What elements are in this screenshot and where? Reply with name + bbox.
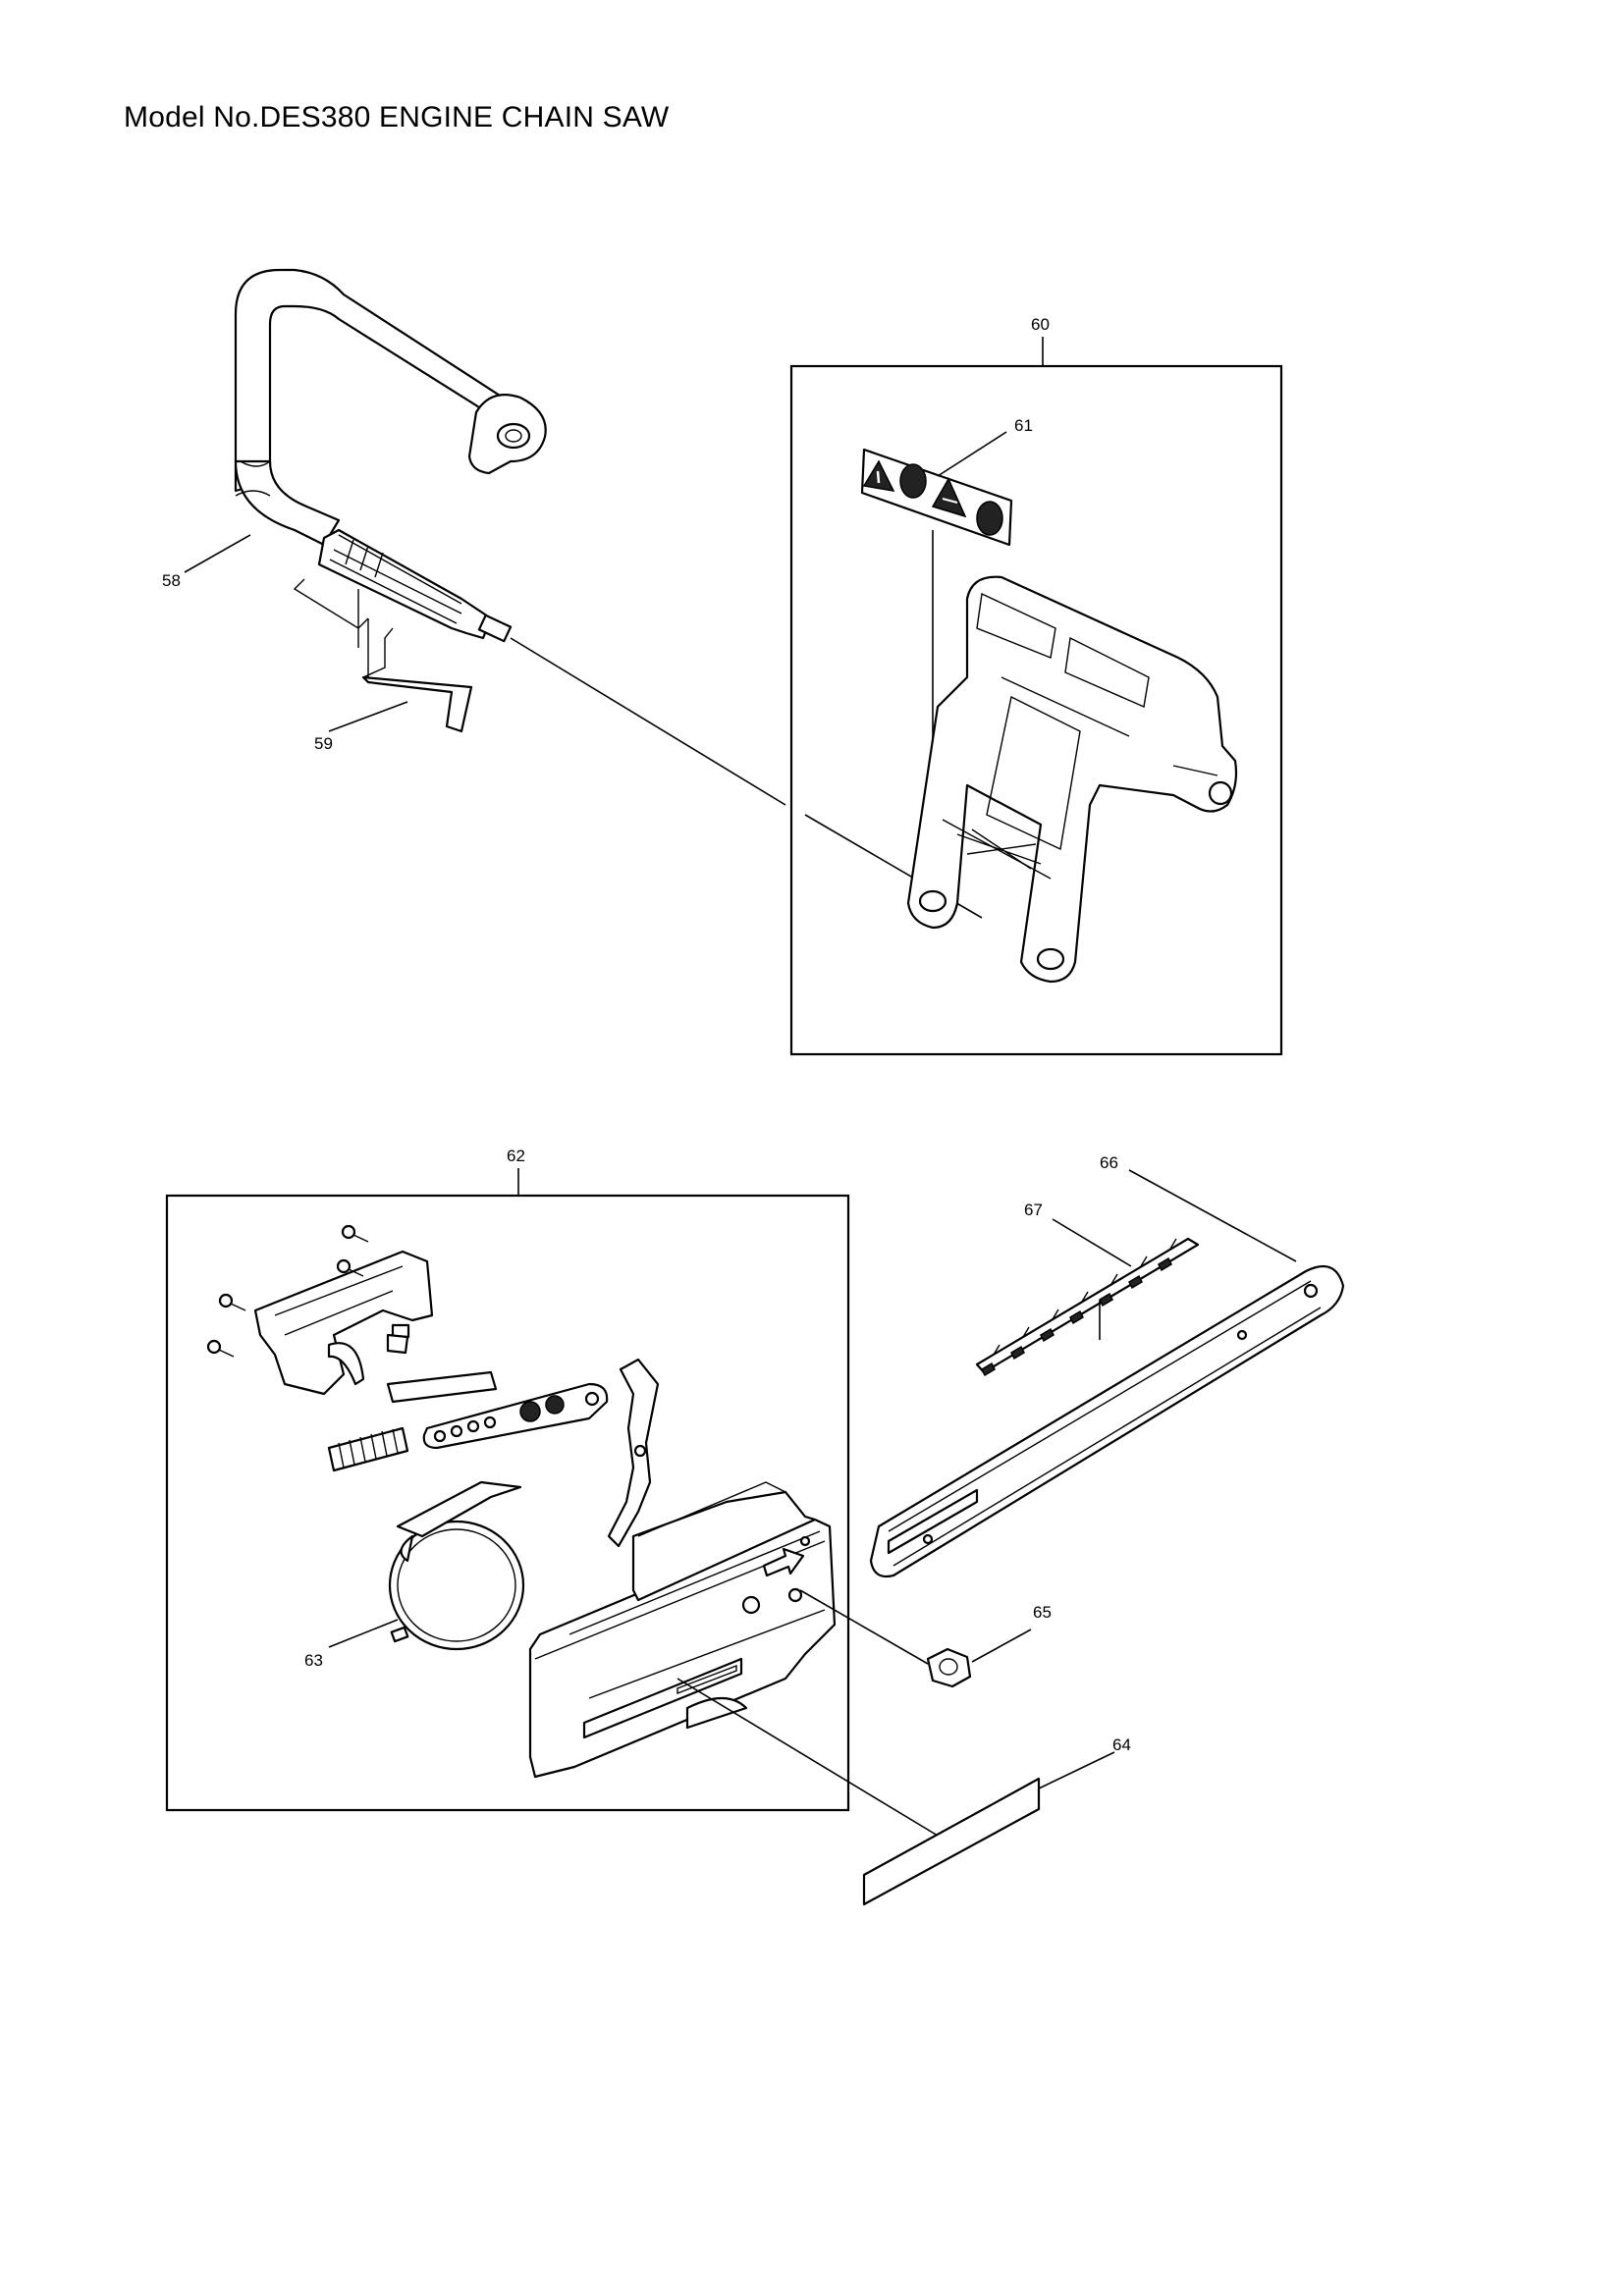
leader-66	[1128, 1169, 1297, 1262]
callout-64: 64	[1112, 1735, 1131, 1754]
cover-plate	[386, 1370, 498, 1404]
guide-bar	[869, 1264, 1345, 1578]
name-plate	[862, 1777, 1041, 1906]
hand-guard-assembly-box	[789, 364, 1283, 1056]
leader-cover-to-nut	[799, 1589, 929, 1665]
leader-handle-to-guard	[510, 637, 786, 806]
leader-58	[184, 534, 251, 573]
ear-protection-icon	[976, 501, 1003, 536]
leader-63	[328, 1619, 399, 1648]
brake-link	[422, 1382, 609, 1450]
front-handle	[234, 268, 547, 643]
screw-set	[206, 1224, 369, 1358]
read-manual-icon	[899, 463, 927, 499]
callout-59: 59	[314, 734, 333, 753]
sprocket-guard-assembly-box	[165, 1194, 850, 1812]
brake-band	[388, 1480, 525, 1651]
leader-67	[1052, 1218, 1132, 1267]
warning-label	[860, 448, 1013, 547]
callout-65: 65	[1033, 1603, 1052, 1622]
leader-59	[328, 701, 408, 732]
leader-61	[937, 431, 1007, 477]
brake-lever-bracket	[253, 1250, 434, 1396]
callout-67: 67	[1024, 1201, 1043, 1219]
callout-63: 63	[304, 1651, 323, 1670]
callout-62: 62	[507, 1147, 525, 1165]
brake-spring	[327, 1426, 409, 1472]
hand-guard	[906, 575, 1238, 984]
callout-58: 58	[162, 571, 181, 590]
brake-lever	[607, 1358, 660, 1548]
callout-66: 66	[1100, 1153, 1118, 1172]
kickback-warning-icon	[931, 477, 967, 518]
direction-arrow-icon	[762, 1547, 805, 1577]
callout-60: 60	[1031, 315, 1050, 334]
sprocket-guard-cover	[528, 1481, 837, 1779]
leader-64	[1038, 1751, 1115, 1789]
callout-61: 61	[1014, 416, 1033, 435]
page-title: Model No.DES380 ENGINE CHAIN SAW	[124, 101, 670, 133]
saw-chain	[975, 1237, 1200, 1377]
leader-65	[971, 1629, 1032, 1663]
leader-cover-to-plate	[676, 1678, 939, 1837]
flange-nut	[926, 1647, 972, 1688]
warning-triangle-icon	[862, 459, 895, 492]
handle-insulator	[293, 578, 473, 733]
